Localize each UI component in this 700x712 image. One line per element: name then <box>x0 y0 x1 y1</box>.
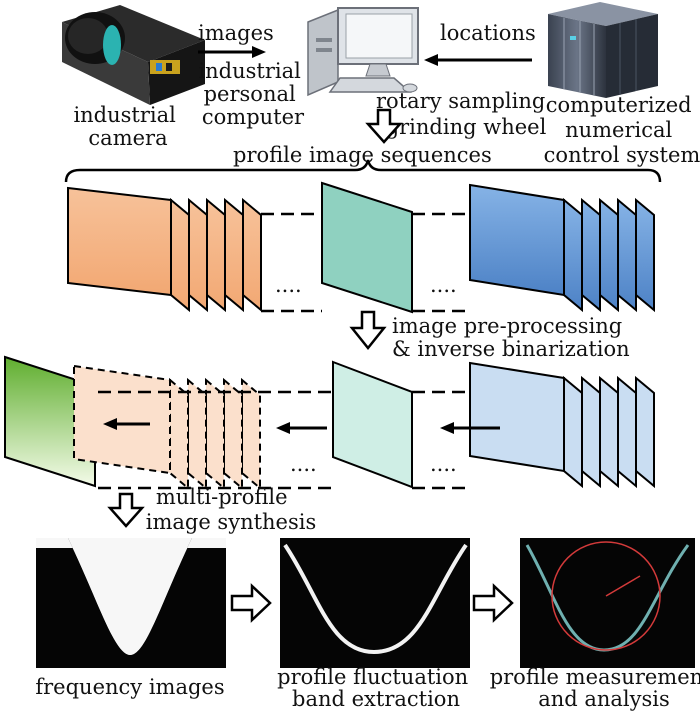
down-arrow-1 <box>365 108 403 144</box>
images-label: images <box>198 21 274 45</box>
peach-dashed-stack <box>73 364 261 491</box>
down-arrow-3 <box>107 492 145 528</box>
measurement-label: profile measurement and analysis <box>490 665 700 711</box>
row2-dashed-guides <box>261 212 470 313</box>
row3-dashed-guides <box>98 390 470 490</box>
light-blue-frame-stack <box>469 361 655 489</box>
industrial-camera-icon <box>62 5 205 105</box>
down-arrow-2 <box>349 310 387 351</box>
row3-flow-arrows <box>103 418 500 434</box>
ellipsis-4: .... <box>430 452 457 476</box>
camera-label: industrial camera <box>73 103 182 150</box>
green-result-frame <box>4 355 96 488</box>
cnc-server-icon <box>548 2 658 98</box>
industrial-pc-icon <box>307 7 419 97</box>
rotary-sampling-label: rotary sampling grinding wheel <box>376 89 552 139</box>
teal-frame <box>321 181 413 314</box>
band-extraction-label: profile fluctuation band extraction <box>277 665 475 711</box>
light-teal-frame <box>332 360 413 489</box>
frequency-image <box>36 538 226 668</box>
right-arrow-1 <box>230 583 272 623</box>
sequences-brace <box>64 159 662 183</box>
pc-label: industrial personal computer <box>198 59 307 129</box>
band-extraction-image <box>280 538 470 668</box>
cnc-label: computerized numerical control system <box>544 93 700 167</box>
images-arrow <box>198 46 266 58</box>
locations-label: locations <box>440 21 536 45</box>
locations-arrow <box>424 54 532 66</box>
ellipsis-1: .... <box>275 273 302 297</box>
profile-image-sequences-label: profile image sequences <box>233 143 492 167</box>
ellipsis-3: .... <box>290 452 317 476</box>
preprocessing-label: image pre-processing & inverse binarizat… <box>392 314 630 361</box>
orange-frame-stack <box>67 186 262 313</box>
ellipsis-2: .... <box>430 273 457 297</box>
blue-frame-stack <box>469 183 655 313</box>
measurement-image <box>520 538 695 668</box>
right-arrow-2 <box>472 583 514 623</box>
frequency-images-label: frequency images <box>35 675 224 699</box>
multi-profile-label: multi-profile image synthesis <box>146 485 317 534</box>
